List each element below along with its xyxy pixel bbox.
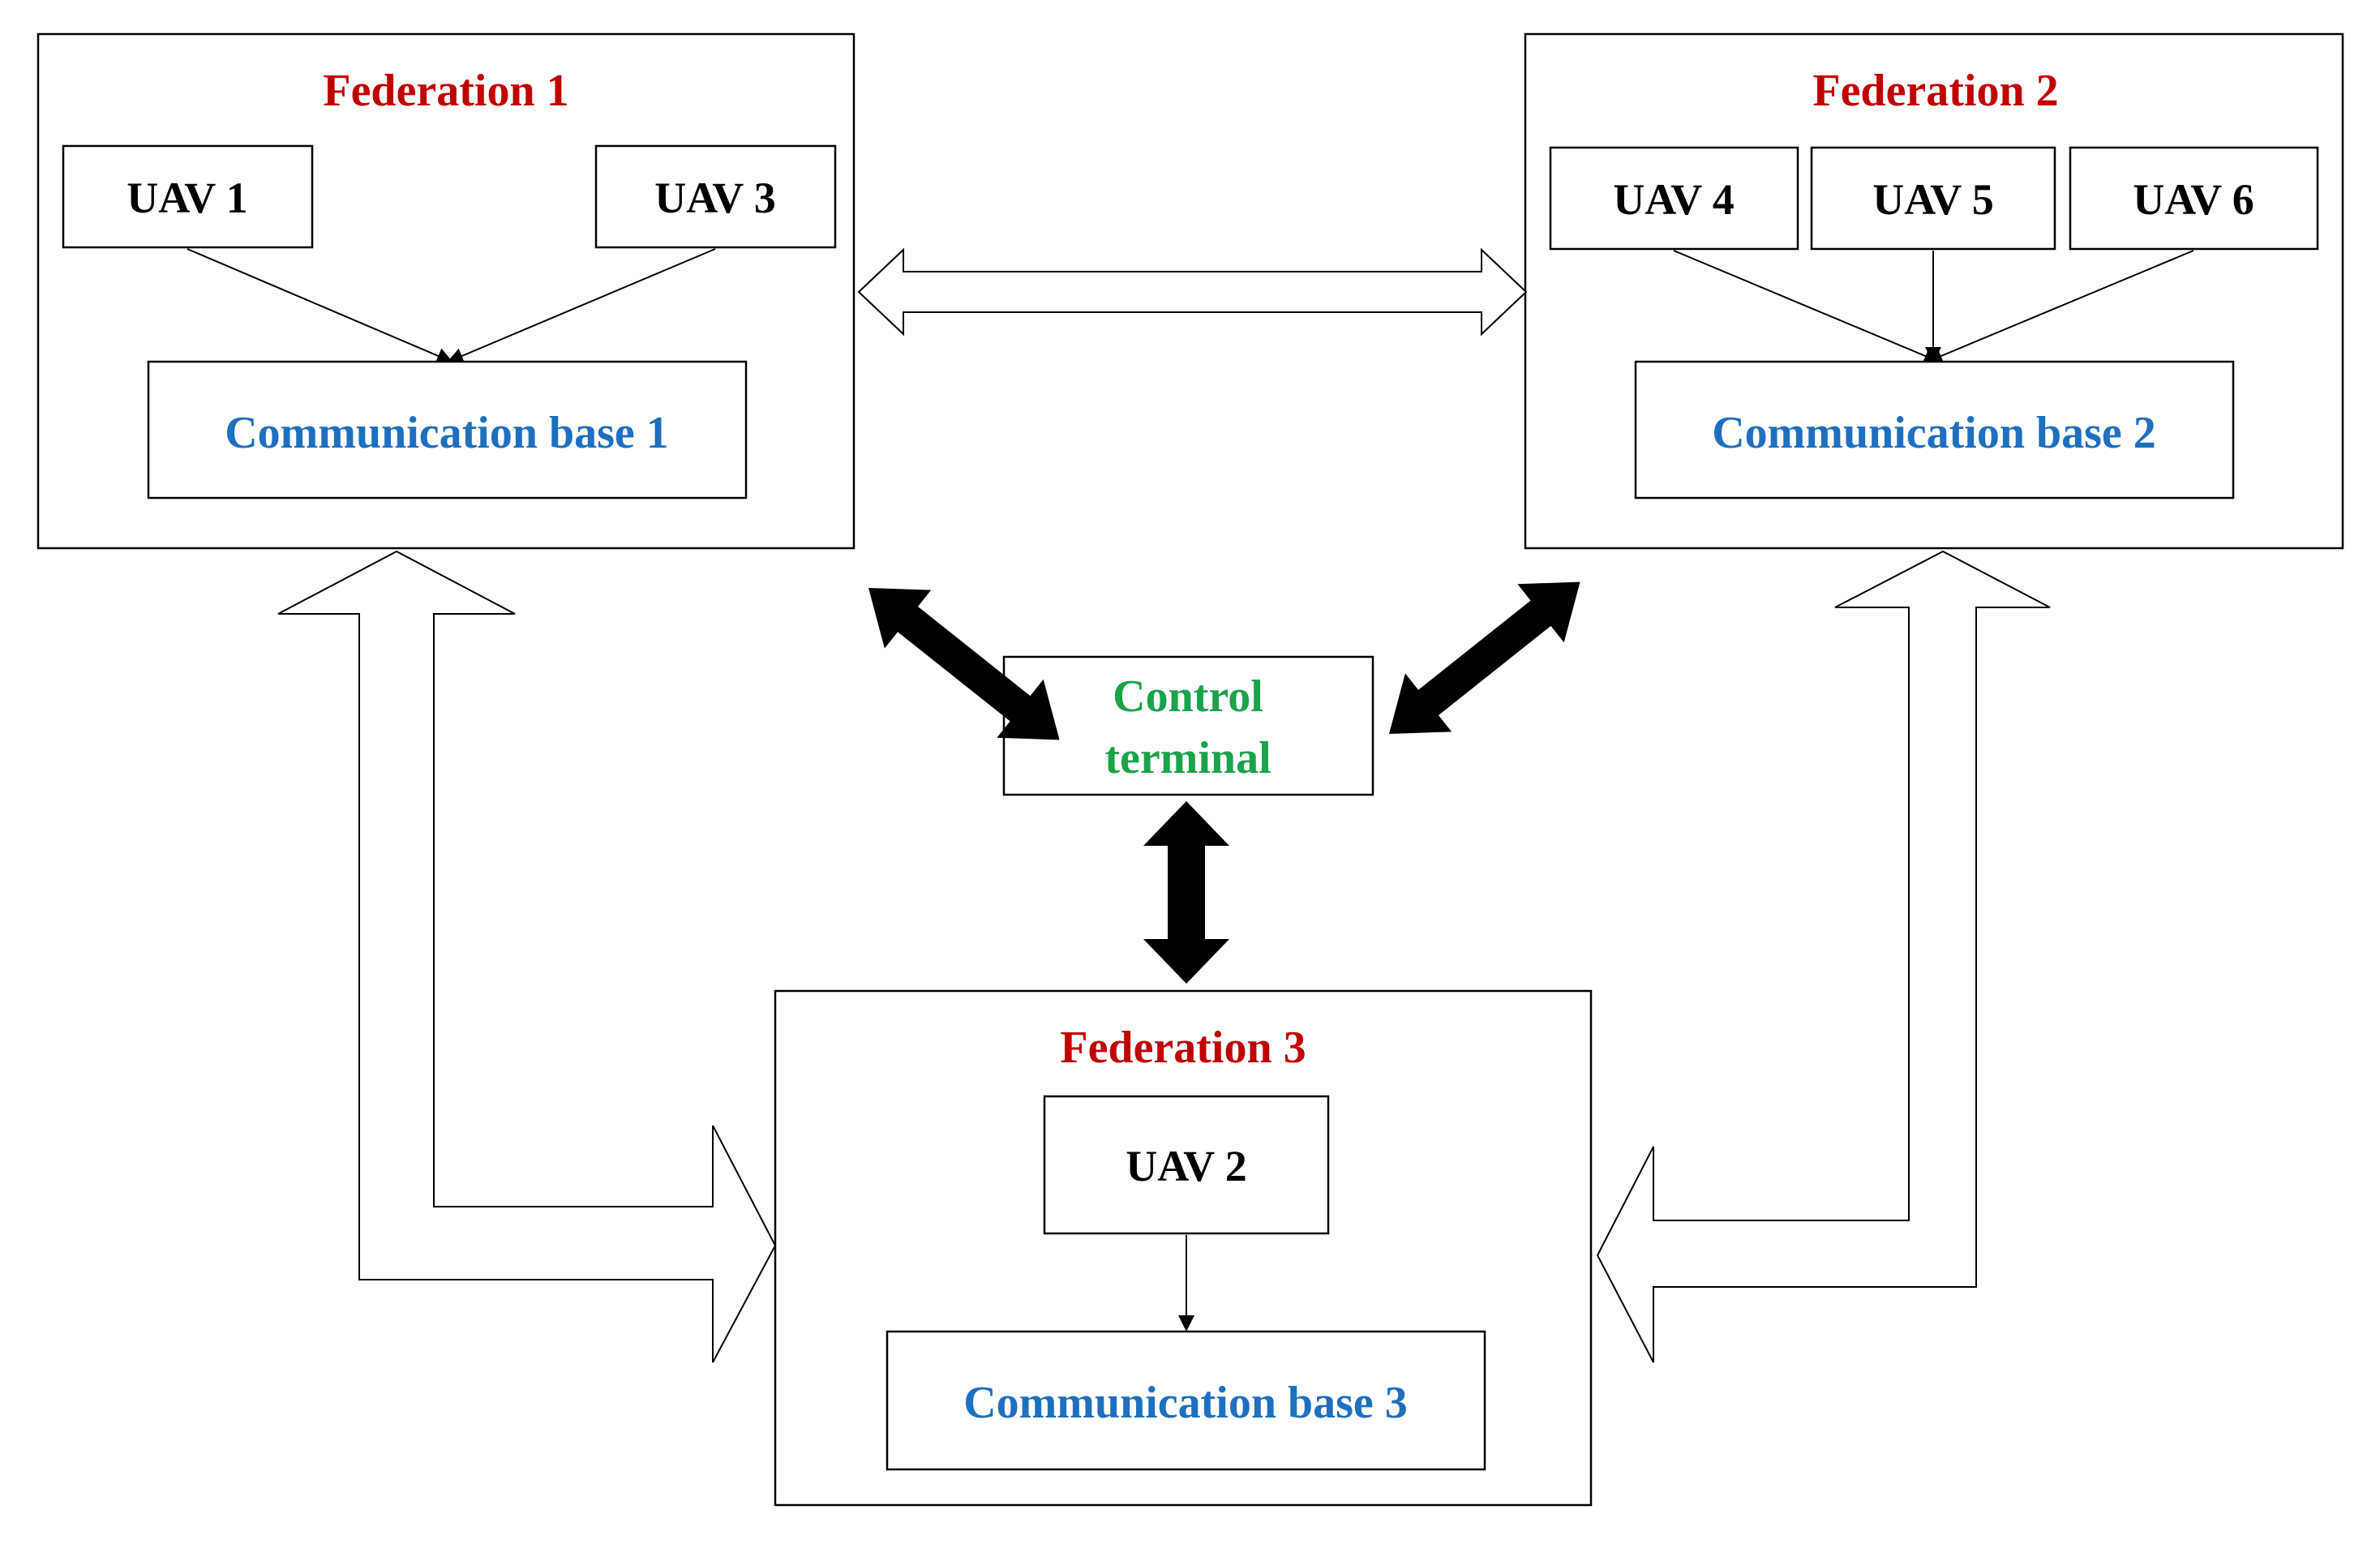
uav-2-label: UAV 2 xyxy=(1126,1142,1247,1190)
uav-2-box xyxy=(1043,1095,1330,1235)
fed2-fed3-hollow-double-arrow xyxy=(1596,550,2051,1363)
uav-3-box xyxy=(594,144,837,249)
federation-2-title: Federation 2 xyxy=(1812,66,2058,116)
federation-1-title: Federation 1 xyxy=(323,66,568,116)
uav-1-label: UAV 1 xyxy=(127,174,248,222)
communication-base-3-box xyxy=(886,1330,1486,1471)
federation-2: Federation 2 UAV 4 UAV 5 UAV 6 Communica… xyxy=(1524,32,2344,550)
fed1-fed2-hollow-double-arrow xyxy=(857,247,1528,337)
control-terminal-label-line-1: Control xyxy=(1113,671,1263,722)
uav-1-box xyxy=(62,144,314,249)
uav-6-box xyxy=(2069,146,2319,251)
fed1-fed3-hollow-double-arrow xyxy=(277,550,777,1363)
communication-base-1-label: Communication base 1 xyxy=(225,408,669,458)
communication-base-2-label: Communication base 2 xyxy=(1712,408,2156,458)
control-terminal: Control terminal xyxy=(1002,655,1374,796)
uav-3-label: UAV 3 xyxy=(654,174,776,222)
communication-base-3-label: Communication base 3 xyxy=(963,1378,1408,1428)
control-to-fed1-black-arrow xyxy=(868,588,1060,740)
uav-6-label: UAV 6 xyxy=(2133,175,2254,224)
uav-6-to-base-2-arrow xyxy=(1926,250,2194,364)
uav-4-to-base-2-arrow xyxy=(1673,250,1940,364)
communication-base-2-box xyxy=(1634,360,2235,500)
control-terminal-label-line-2: terminal xyxy=(1104,733,1271,783)
communication-base-1-box xyxy=(147,360,748,500)
control-to-fed2-black-arrow xyxy=(1389,581,1580,734)
uav-1-to-base-1-arrow xyxy=(187,248,453,364)
uav-3-to-base-1-arrow xyxy=(447,248,716,364)
uav-5-label: UAV 5 xyxy=(1872,175,1994,224)
federation-1: Federation 1 UAV 1 UAV 3 Communication b… xyxy=(36,32,856,550)
federation-3: Federation 3 UAV 2 Communication base 3 xyxy=(774,989,1593,1507)
control-to-fed3-black-arrow xyxy=(1143,801,1229,984)
control-terminal-box xyxy=(1002,655,1374,796)
uav-4-box xyxy=(1549,146,1799,251)
federation-3-title: Federation 3 xyxy=(1060,1023,1306,1073)
uav-4-label: UAV 4 xyxy=(1613,175,1735,224)
uav-5-box xyxy=(1810,146,2056,251)
